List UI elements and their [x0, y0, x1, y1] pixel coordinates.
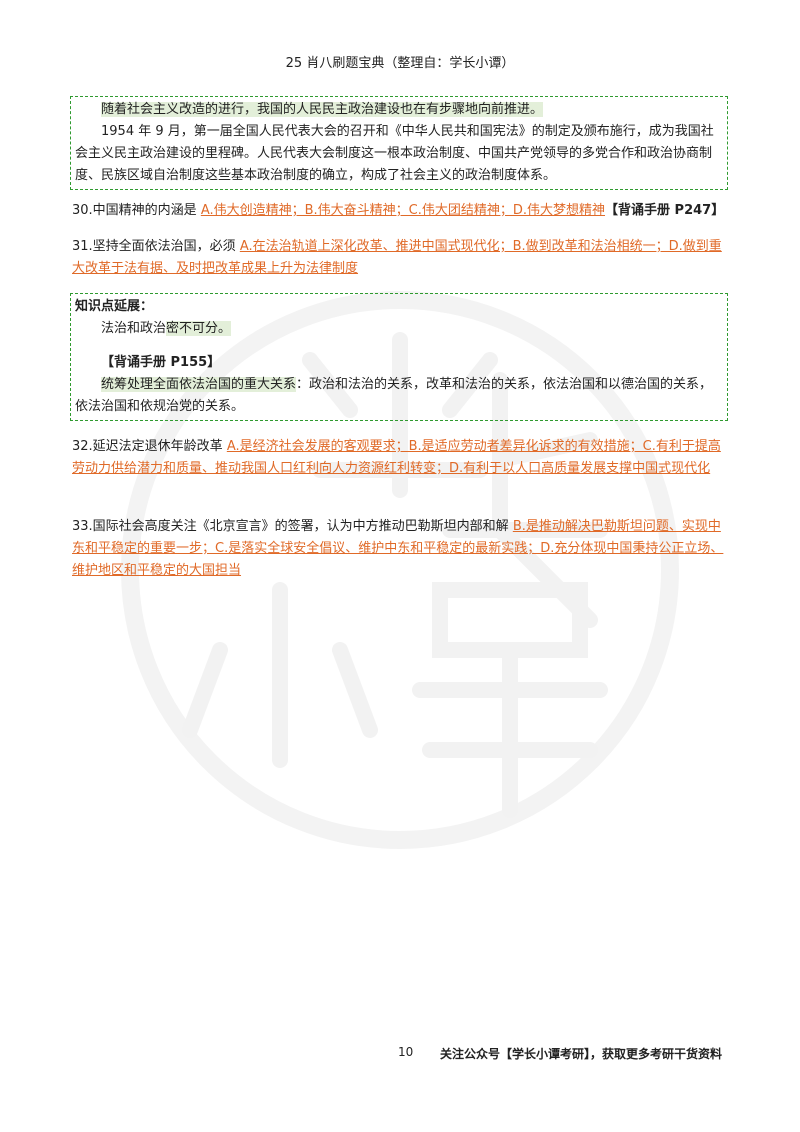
q33-answer: B.是推动解决巴勒斯坦问题、实现中东和平稳定的重要一步；C.是落实全球安全倡议、… — [72, 519, 724, 578]
q31-answer: A.在法治轨道上深化改革、推进中国式现代化；B.做到改革和法治相统一；D.做到重… — [72, 239, 722, 276]
box2-line3: 统筹处理全面依法治国的重大关系：政治和法治的关系，改革和法治的关系，依法治国和以… — [75, 377, 713, 414]
q30-answer: A.伟大创造精神；B.伟大奋斗精神；C.伟大团结精神；D.伟大梦想精神 — [200, 203, 606, 218]
q31-stem: 31.坚持全面依法治国，必须 — [72, 239, 240, 254]
page-number: 10 — [398, 1045, 414, 1059]
question-30: 30.中国精神的内涵是 A.伟大创造精神；B.伟大奋斗精神；C.伟大团结精神；D… — [72, 200, 732, 222]
q32-answer: A.是经济社会发展的客观要求；B.是适应劳动者差异化诉求的有效措施；C.有利于提… — [72, 439, 721, 476]
q33-stem: 33.国际社会高度关注《北京宣言》的签署，认为中方推动巴勒斯坦内部和解 — [72, 519, 513, 534]
note-box-knowledge-extension: 知识点延展： 法治和政治密不可分。 【背诵手册 P155】 统筹处理全面依法治国… — [70, 293, 728, 421]
box2-ref: 【背诵手册 P155】 — [101, 355, 221, 370]
box2-heading: 知识点延展： — [75, 299, 154, 314]
page-header: 25 肖八刷题宝典（整理自：学长小谭） — [285, 56, 515, 71]
q30-ref: 【背诵手册 P247】 — [605, 203, 725, 218]
watermark-seal-icon — [121, 291, 679, 849]
q32-stem: 32.延迟法定退休年龄改革 — [72, 439, 227, 454]
note-box-socialist-politics: 随着社会主义改造的进行，我国的人民民主政治建设也在有步骤地向前推进。 1954 … — [70, 96, 728, 190]
footer-promo-text: 关注公众号【学长小谭考研】，获取更多考研干货资料 — [440, 1047, 723, 1061]
question-31: 31.坚持全面依法治国，必须 A.在法治轨道上深化改革、推进中国式现代化；B.做… — [72, 236, 732, 280]
box2-spacer — [75, 340, 723, 352]
box2-line1: 法治和政治密不可分。 — [101, 321, 232, 336]
box1-paragraph: 1954 年 9 月，第一届全国人民代表大会的召开和《中华人民共和国宪法》的制定… — [75, 124, 714, 183]
question-33: 33.国际社会高度关注《北京宣言》的签署，认为中方推动巴勒斯坦内部和解 B.是推… — [72, 516, 732, 582]
box1-line1: 随着社会主义改造的进行，我国的人民民主政治建设也在有步骤地向前推进。 — [101, 102, 544, 117]
question-32: 32.延迟法定退休年龄改革 A.是经济社会发展的客观要求；B.是适应劳动者差异化… — [72, 436, 732, 480]
q30-stem: 30.中国精神的内涵是 — [72, 203, 201, 218]
